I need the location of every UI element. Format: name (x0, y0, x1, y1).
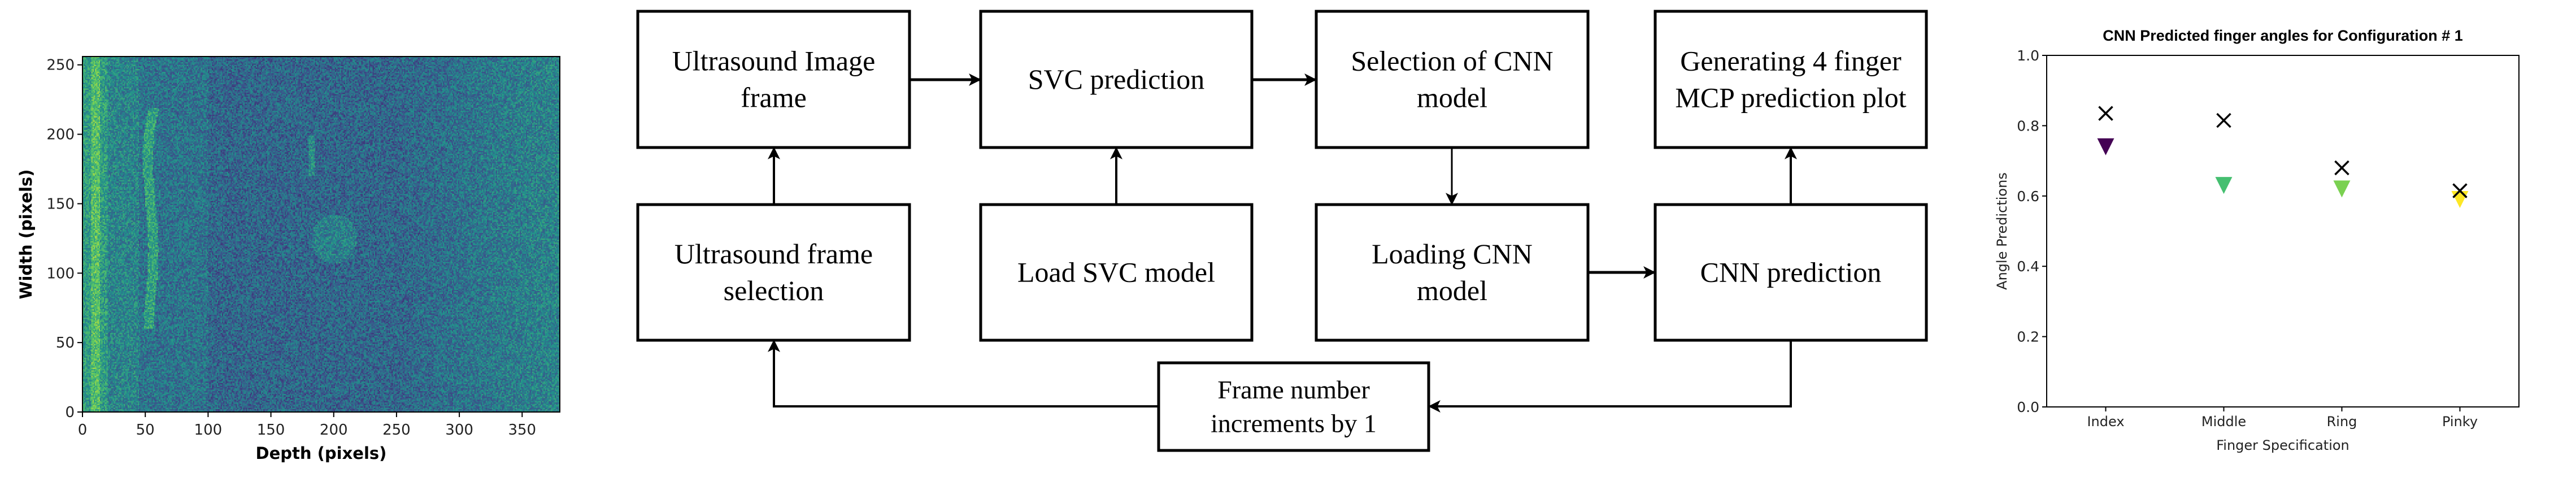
x-tick-label: 350 (508, 422, 536, 439)
x-tick-label: Index (2087, 414, 2124, 430)
y-tick-label: 250 (46, 57, 75, 74)
flow-node-box (1315, 10, 1590, 149)
flow-node-ultrasound-image-frame: Ultrasound Image frame (636, 10, 911, 149)
y-tick-label: 100 (46, 265, 75, 282)
flow-node-box (636, 10, 911, 149)
flow-node-label: Ultrasound frame (675, 238, 873, 270)
y-axis-label: Angle Predictions (1994, 172, 2010, 290)
x-tick-label: 300 (445, 422, 473, 439)
x-tick-label: Pinky (2442, 414, 2478, 430)
flow-node-frame-selection: Ultrasound frame selection (636, 203, 911, 342)
y-tick-label: 0.4 (2017, 258, 2039, 275)
flow-node-label: increments by 1 (1211, 409, 1377, 438)
x-axis-label: Depth (pixels) (256, 444, 387, 463)
flow-node-selection-cnn: Selection of CNN model (1315, 10, 1590, 149)
triangle-point-ring (2333, 180, 2351, 198)
flow-node-label: frame (741, 82, 807, 114)
flow-node-label: model (1417, 82, 1487, 114)
x-tick-label: 0 (78, 422, 88, 439)
x-tick-label: 150 (257, 422, 285, 439)
flow-node-label: Selection of CNN (1351, 45, 1553, 77)
flow-node-label: model (1417, 275, 1487, 306)
y-tick-label: 200 (46, 127, 75, 144)
flow-node-label: selection (724, 275, 824, 306)
flow-node-box (1653, 10, 1928, 149)
x-tick-label: Ring (2327, 414, 2357, 430)
x-axis-label: Finger Specification (2216, 437, 2349, 453)
x-tick-label: Middle (2201, 414, 2246, 430)
flow-node-loading-cnn: Loading CNN model (1315, 203, 1590, 342)
y-tick-label: 50 (56, 335, 75, 352)
flow-node-cnn-prediction: CNN prediction (1653, 203, 1928, 342)
flow-node-frame-increment: Frame number increments by 1 (1157, 361, 1430, 452)
y-tick-label: 150 (46, 196, 75, 213)
flow-node-label: MCP prediction plot (1675, 82, 1906, 114)
x-tick-label: 250 (382, 422, 411, 439)
flow-node-load-svc: Load SVC model (979, 203, 1254, 342)
y-tick-label: 0.2 (2017, 329, 2039, 345)
flow-node-label: Load SVC model (1017, 257, 1215, 288)
flow-node-svc-prediction: SVC prediction (979, 10, 1254, 149)
flow-node-label: Loading CNN (1372, 238, 1533, 270)
x-point-ring (2334, 160, 2349, 176)
arrow-cnn-to-increment (1428, 340, 1792, 413)
chart-title: CNN Predicted finger angles for Configur… (2103, 27, 2463, 44)
flow-node-label: CNN prediction (1700, 257, 1882, 288)
flow-node-label: Generating 4 finger (1680, 45, 1901, 77)
x-tick-label: 200 (320, 422, 348, 439)
ultrasound-heatmap (82, 57, 560, 412)
triangle-point-middle (2215, 177, 2233, 194)
x-point-index (2098, 106, 2113, 121)
flow-node-box (636, 203, 911, 342)
flow-node-box (1315, 203, 1590, 342)
arrow-increment-to-selection (768, 339, 1159, 407)
triangle-point-index (2097, 138, 2114, 155)
y-tick-label: 0.0 (2017, 399, 2039, 415)
x-tick-label: 50 (136, 422, 155, 439)
x-point-middle (2216, 112, 2231, 128)
flow-node-label: SVC prediction (1028, 63, 1204, 95)
chart-axes-frame (2046, 55, 2520, 407)
flow-node-box (979, 203, 1254, 342)
y-axis-label: Width (pixels) (16, 169, 36, 299)
y-tick-label: 1.0 (2017, 47, 2039, 64)
triangle-point-pinky (2451, 191, 2469, 209)
flow-node-label: Frame number (1217, 375, 1370, 404)
y-tick-label: 0.8 (2017, 118, 2039, 134)
y-tick-label: 0.6 (2017, 188, 2039, 205)
flow-node-label: Ultrasound Image (672, 45, 876, 77)
x-point-pinky (2452, 183, 2468, 198)
y-tick-label: 0 (65, 404, 75, 421)
x-tick-label: 100 (194, 422, 223, 439)
image-axes-frame (82, 56, 560, 413)
